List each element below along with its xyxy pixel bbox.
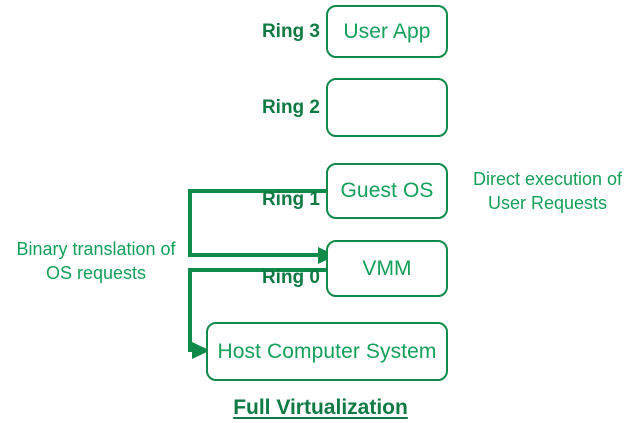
ring-label-ring3: Ring 3 <box>261 21 320 42</box>
box-vmm[interactable]: VMM <box>326 240 448 297</box>
box-guest-os[interactable]: Guest OS <box>326 163 448 219</box>
box-user-app[interactable]: User App <box>326 5 448 58</box>
box-guest-os-label: Guest OS <box>340 179 434 202</box>
arrowhead-to-host <box>192 342 210 359</box>
connector-guest-os-to-vmm <box>188 189 327 257</box>
annotation-direct-execution: Direct execution of User Requests <box>472 169 623 213</box>
ring-label-ring2: Ring 2 <box>261 97 320 118</box>
box-vmm-label: VMM <box>362 256 412 280</box>
box-host-computer-system-label: Host Computer System <box>217 339 437 363</box>
annotation-binary-translation: Binary translation of OS requests <box>16 239 176 283</box>
ring-label-ring1: Ring 1 <box>261 189 320 210</box>
diagram-title: Full Virtualization <box>233 396 408 419</box>
ring-label-ring0: Ring 0 <box>261 267 320 288</box>
box-user-app-label: User App <box>343 19 431 43</box>
box-host-computer-system[interactable]: Host Computer System <box>206 322 448 381</box>
box-ring2-empty[interactable] <box>326 78 448 137</box>
